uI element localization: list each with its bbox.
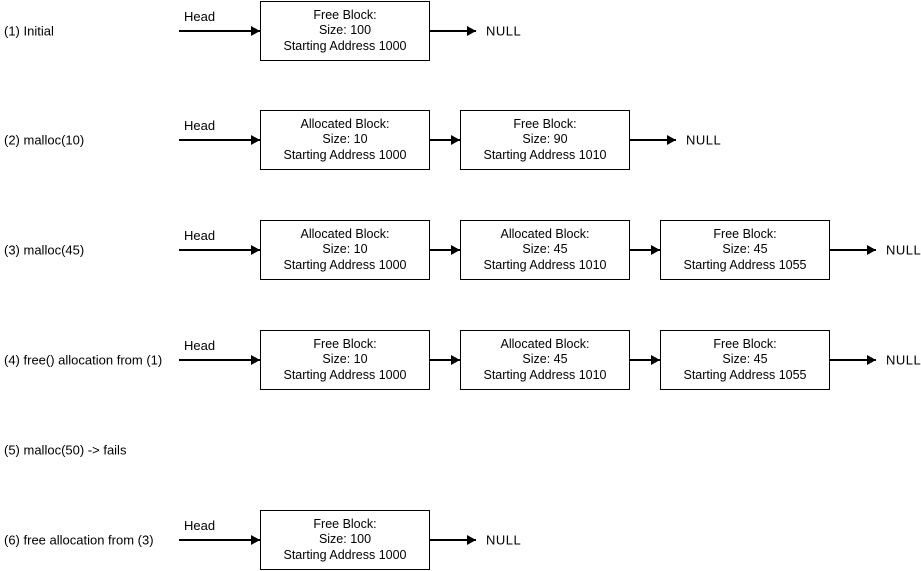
block-size: Size: 10 [322, 132, 368, 147]
link-arrow [430, 359, 460, 361]
link-arrow [430, 139, 460, 141]
memory-block-node: Allocated Block: Size: 10 Starting Addre… [260, 220, 430, 280]
block-size: Size: 10 [322, 352, 368, 367]
null-label: NULL [886, 242, 921, 258]
block-address: Starting Address 1000 [283, 367, 407, 382]
link-arrow [630, 359, 660, 361]
row-label: (5) malloc(50) -> fails [4, 442, 127, 458]
block-type: Free Block: [313, 516, 377, 531]
block-type: Allocated Block: [500, 336, 590, 351]
head-arrow [179, 139, 260, 141]
diagram-row-2: (2) malloc(10) Head Allocated Block: Siz… [0, 110, 921, 170]
null-label: NULL [886, 352, 921, 368]
block-type: Free Block: [313, 336, 377, 351]
block-type: Free Block: [713, 336, 777, 351]
null-label: NULL [486, 532, 522, 548]
head-pointer-label: Head [184, 228, 216, 243]
head-pointer-label: Head [184, 338, 216, 353]
memory-block-node: Free Block: Size: 45 Starting Address 10… [660, 220, 830, 280]
head-arrow [179, 249, 260, 251]
head-pointer-label: Head [184, 518, 216, 533]
head-arrow [179, 30, 260, 32]
memory-block-node: Free Block: Size: 90 Starting Address 10… [460, 110, 630, 170]
row-label: (2) malloc(10) [4, 132, 85, 148]
block-type: Free Block: [713, 226, 777, 241]
memory-block-node: Allocated Block: Size: 10 Starting Addre… [260, 110, 430, 170]
block-size: Size: 100 [318, 23, 372, 38]
diagram-row-3: (3) malloc(45) Head Allocated Block: Siz… [0, 220, 921, 280]
block-size: Size: 90 [522, 132, 568, 147]
null-arrow [830, 249, 876, 251]
null-label: NULL [686, 132, 722, 148]
block-type: Allocated Block: [300, 226, 390, 241]
diagram-row-5: (5) malloc(50) -> fails [0, 420, 921, 480]
block-address: Starting Address 1000 [283, 147, 407, 162]
diagram-row-6: (6) free allocation from (3) Head Free B… [0, 510, 921, 570]
link-arrow [630, 249, 660, 251]
memory-block-node: Free Block: Size: 100 Starting Address 1… [260, 1, 430, 61]
block-type: Free Block: [513, 116, 577, 131]
block-address: Starting Address 1000 [283, 547, 407, 562]
memory-block-node: Free Block: Size: 10 Starting Address 10… [260, 330, 430, 390]
link-arrow [430, 249, 460, 251]
block-address: Starting Address 1000 [283, 38, 407, 53]
null-arrow [630, 139, 676, 141]
block-size: Size: 10 [322, 242, 368, 257]
memory-block-node: Free Block: Size: 100 Starting Address 1… [260, 510, 430, 570]
memory-block-node: Allocated Block: Size: 45 Starting Addre… [460, 220, 630, 280]
diagram-row-1: (1) Initial Head Free Block: Size: 100 S… [0, 1, 921, 61]
row-label: (1) Initial [4, 23, 54, 39]
block-address: Starting Address 1010 [483, 147, 607, 162]
block-type: Allocated Block: [500, 226, 590, 241]
block-size: Size: 45 [722, 352, 768, 367]
null-arrow [830, 359, 876, 361]
block-address: Starting Address 1055 [683, 367, 807, 382]
head-arrow [179, 359, 260, 361]
row-label: (4) free() allocation from (1) [4, 352, 163, 368]
block-size: Size: 45 [522, 352, 568, 367]
memory-block-node: Free Block: Size: 45 Starting Address 10… [660, 330, 830, 390]
block-type: Free Block: [313, 7, 377, 22]
diagram-row-4: (4) free() allocation from (1) Head Free… [0, 330, 921, 390]
block-size: Size: 45 [722, 242, 768, 257]
head-pointer-label: Head [184, 9, 216, 24]
memory-block-node: Allocated Block: Size: 45 Starting Addre… [460, 330, 630, 390]
block-size: Size: 100 [318, 532, 372, 547]
row-label: (3) malloc(45) [4, 242, 85, 258]
block-address: Starting Address 1055 [683, 257, 807, 272]
head-arrow [179, 539, 260, 541]
block-type: Allocated Block: [300, 116, 390, 131]
block-address: Starting Address 1000 [283, 257, 407, 272]
null-arrow [430, 30, 476, 32]
null-label: NULL [486, 23, 522, 39]
null-arrow [430, 539, 476, 541]
block-address: Starting Address 1010 [483, 367, 607, 382]
block-address: Starting Address 1010 [483, 257, 607, 272]
block-size: Size: 45 [522, 242, 568, 257]
head-pointer-label: Head [184, 118, 216, 133]
row-label: (6) free allocation from (3) [4, 532, 154, 548]
